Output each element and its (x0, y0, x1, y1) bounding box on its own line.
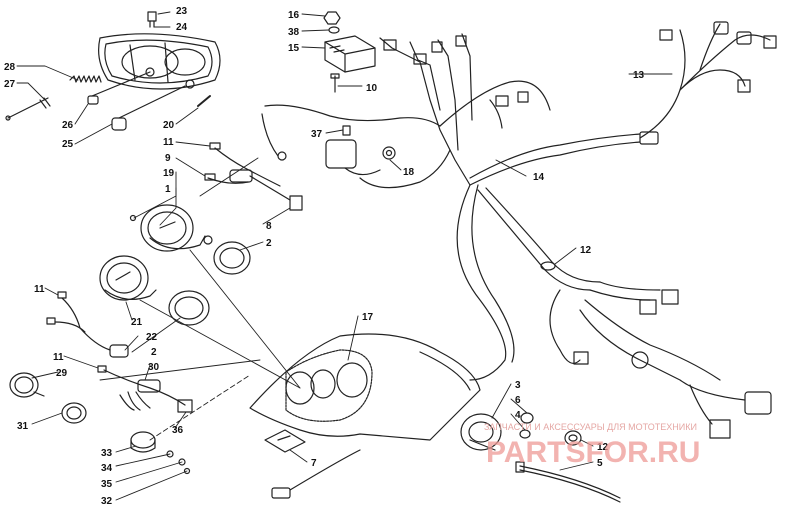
leader-lines (16, 11, 673, 501)
callout-28: 28 (4, 62, 16, 73)
regulator-15 (324, 35, 376, 73)
callout-15: 15 (288, 43, 300, 54)
watermark-logo: PARTSFOR.RU (486, 436, 700, 469)
gauge-ring-2a (213, 241, 251, 275)
harness-connectors-top (383, 35, 529, 107)
callout-11a: 11 (163, 137, 174, 148)
speedometer-1 (140, 204, 213, 252)
callout-2b: 2 (151, 347, 157, 358)
callout-5: 5 (597, 458, 603, 469)
screw-19 (129, 214, 137, 222)
bulb-socket-23 (147, 11, 157, 28)
headlight-housing (98, 33, 221, 90)
callout-17: 17 (362, 312, 374, 323)
callout-numbers: 23 24 28 27 26 25 20 11 9 19 1 8 2 11 21… (4, 6, 645, 507)
nut-16 (323, 11, 341, 25)
callout-25: 25 (62, 139, 74, 150)
grommet-18 (382, 146, 396, 160)
callout-23: 23 (176, 6, 188, 17)
callout-14: 14 (533, 172, 545, 183)
callout-37: 37 (311, 129, 323, 140)
grommet-12 (564, 430, 582, 446)
harness-12-right (540, 261, 772, 439)
callout-30: 30 (148, 362, 160, 373)
watermark: ЗАПЧАСТИ И АКСЕССУАРЫ ДЛЯ МОТОТЕХНИКИ PA… (484, 422, 700, 469)
callout-11c: 11 (53, 352, 64, 363)
callout-38: 38 (288, 27, 300, 38)
relay-37 (325, 125, 381, 176)
callout-1: 1 (165, 184, 171, 195)
connector-7 (271, 449, 361, 499)
callout-7: 7 (311, 458, 317, 469)
spring-28 (69, 75, 102, 83)
callout-9: 9 (165, 153, 171, 164)
decal-7 (264, 429, 306, 453)
cable-5 (515, 461, 621, 503)
callout-11b: 11 (34, 284, 45, 295)
callout-13: 13 (633, 70, 645, 81)
callout-31: 31 (17, 421, 29, 432)
callout-18: 18 (403, 167, 415, 178)
callout-33: 33 (101, 448, 113, 459)
callout-20: 20 (163, 120, 175, 131)
harness-13 (639, 21, 777, 145)
gauge-harness-9 (204, 142, 303, 211)
bezel-3 (460, 413, 502, 451)
gauge-29 (9, 372, 45, 398)
instrument-panel-17 (249, 333, 481, 441)
grommet-26 (87, 71, 151, 105)
watermark-caption: ЗАПЧАСТИ И АКСЕССУАРЫ ДЛЯ МОТОТЕХНИКИ (484, 422, 697, 432)
callout-3: 3 (515, 380, 521, 391)
callout-10: 10 (366, 83, 378, 94)
callout-29: 29 (56, 368, 68, 379)
callout-6: 6 (515, 395, 521, 406)
callout-8: 8 (266, 221, 272, 232)
callout-21: 21 (131, 317, 143, 328)
callout-35: 35 (101, 479, 113, 490)
callout-19: 19 (163, 168, 175, 179)
callout-16: 16 (288, 10, 300, 21)
callout-22: 22 (146, 332, 158, 343)
adjust-screw-27 (5, 97, 51, 121)
callout-12a: 12 (580, 245, 592, 256)
callout-24: 24 (176, 22, 188, 33)
dash-rods (99, 157, 301, 441)
harness-30 (97, 365, 193, 413)
gauge-ring-2b (168, 290, 210, 326)
bolt-10 (330, 73, 340, 93)
bracket-33 (130, 431, 156, 453)
callout-2a: 2 (266, 238, 272, 249)
washer-38 (328, 26, 340, 34)
washers-34-35-32 (166, 450, 191, 475)
callout-36: 36 (172, 425, 184, 436)
wiring-harness-14 (261, 33, 641, 381)
ring-31 (61, 402, 87, 424)
tachometer-21 (99, 255, 157, 301)
callout-32: 32 (101, 496, 113, 507)
callout-4: 4 (515, 410, 521, 421)
harness-22 (46, 291, 129, 358)
callout-12b: 12 (597, 442, 609, 453)
callout-34: 34 (101, 463, 113, 474)
callout-26: 26 (62, 120, 74, 131)
callout-27: 27 (4, 79, 16, 90)
screw-20 (197, 95, 211, 107)
